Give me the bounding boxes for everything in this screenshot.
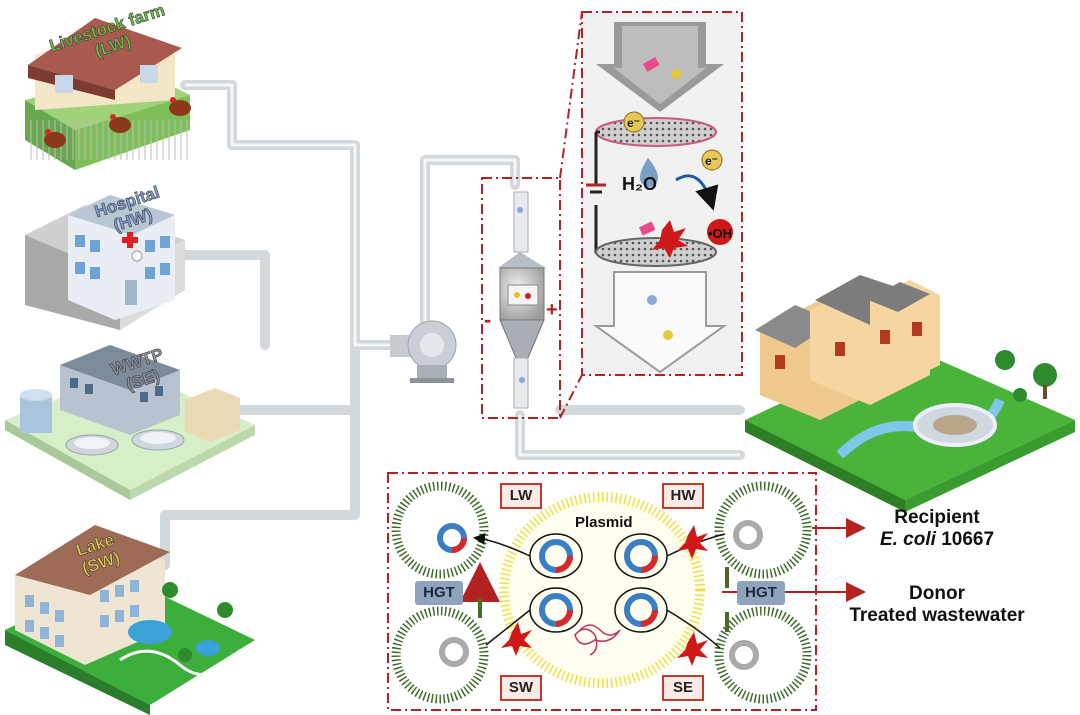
livestock-farm-illustration [25,18,191,170]
lake-illustration [5,525,255,715]
pump [390,320,457,383]
wwtp-illustration [5,345,255,500]
recipient-legend: Recipient E. coli 10667 [862,507,1012,551]
hgt-label-left: HGT [415,581,463,605]
sw-box-label: SW [500,675,542,701]
lw-box-label: LW [500,483,542,509]
hydroxyl-label: •OH [708,226,732,241]
recipient-strain-number: 10667 [935,529,995,550]
recipient-species: E. coli [879,529,936,550]
hgt-panel [387,472,817,711]
water-label: H₂O [622,174,657,194]
recipient-strain: E. coli 10667 [862,529,1012,551]
donor-source: Treated wastewater [849,605,1025,626]
reactor-dashed-frame [481,177,561,419]
donor-title: Donor [909,583,965,604]
electron-label-top: e⁻ [627,116,640,130]
recipient-title: Recipient [894,507,980,528]
hw-box-label: HW [662,483,704,509]
reactor-minus-sign: - [484,307,491,332]
reactor-vessel [498,191,546,409]
plasmid-label: Plasmid [575,514,633,531]
electron-label-right: e⁻ [705,154,718,168]
donor-legend: Donor Treated wastewater [832,583,1042,627]
hospital-illustration [25,195,185,330]
residential-area-illustration [745,275,1075,512]
hgt-label-right: HGT [737,581,785,605]
reactor-plus-sign: + [546,299,558,321]
zoom-connectors [559,11,583,419]
se-box-label: SE [662,675,704,701]
electrochem-zoom-panel [581,11,743,376]
